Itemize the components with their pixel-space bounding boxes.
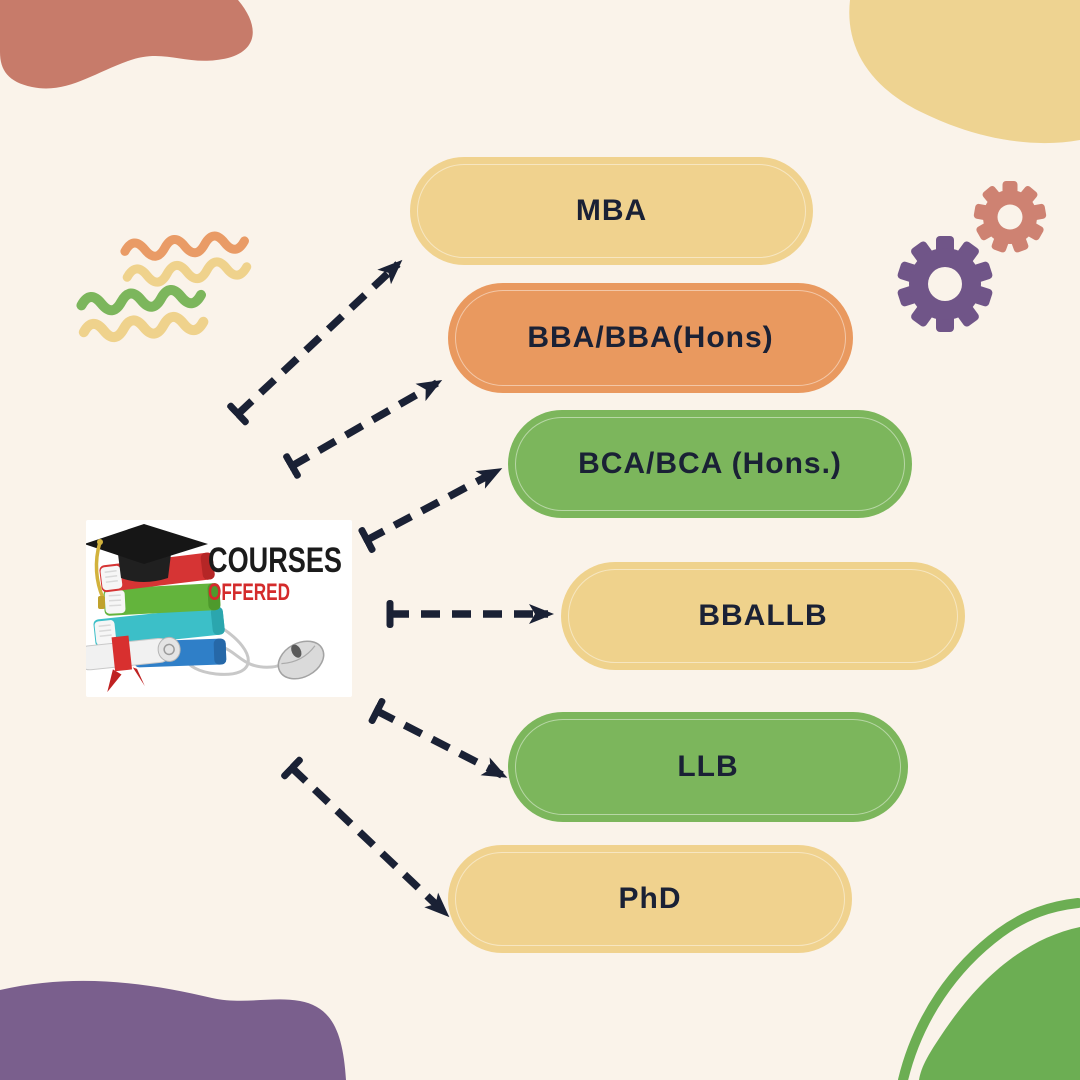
graduation-cap-icon (84, 524, 208, 609)
course-label-llb: LLB (677, 750, 739, 783)
mouse-icon (277, 640, 325, 680)
gear-salmon-icon (973, 181, 1047, 253)
arrow-to-mba (227, 259, 403, 426)
squiggle-yellow-1 (122, 257, 252, 287)
arrow-to-bba (283, 379, 443, 479)
course-pill-mba: MBA (410, 157, 813, 265)
blob-bottom-right-arc (898, 898, 1080, 1080)
squiggles (76, 231, 252, 343)
squiggle-orange (120, 231, 249, 261)
course-label-mba: MBA (575, 194, 648, 227)
offered-text: OFFERED (208, 579, 290, 606)
course-label-phd: PhD (618, 882, 682, 915)
courses-text: COURSES (208, 541, 342, 580)
course-label-bballb: BBALLB (698, 599, 828, 632)
arrow-to-phd (281, 756, 450, 918)
courses-offered-graphic: COURSES OFFERED (77, 520, 352, 697)
course-pill-llb: LLB (508, 712, 908, 822)
diploma-icon (77, 635, 181, 693)
course-label-bca: BCA/BCA (Hons.) (578, 447, 842, 480)
blob-top-right (849, 0, 1080, 144)
blob-top-left (0, 0, 253, 89)
course-pill-bba: BBA/BBA(Hons) (448, 283, 853, 393)
blob-bottom-right (919, 927, 1080, 1080)
course-pill-phd: PhD (448, 845, 852, 953)
blob-bottom-left (0, 980, 346, 1080)
gear-purple-icon (897, 236, 993, 332)
arrow-to-bca (358, 467, 503, 553)
squiggle-yellow-2 (78, 311, 209, 343)
squiggle-green (76, 285, 206, 316)
course-label-bba: BBA/BBA(Hons) (527, 321, 774, 354)
course-pill-bca: BCA/BCA (Hons.) (508, 410, 912, 518)
course-pill-bballb: BBALLB (561, 562, 965, 670)
arrow-to-llb (368, 697, 508, 779)
